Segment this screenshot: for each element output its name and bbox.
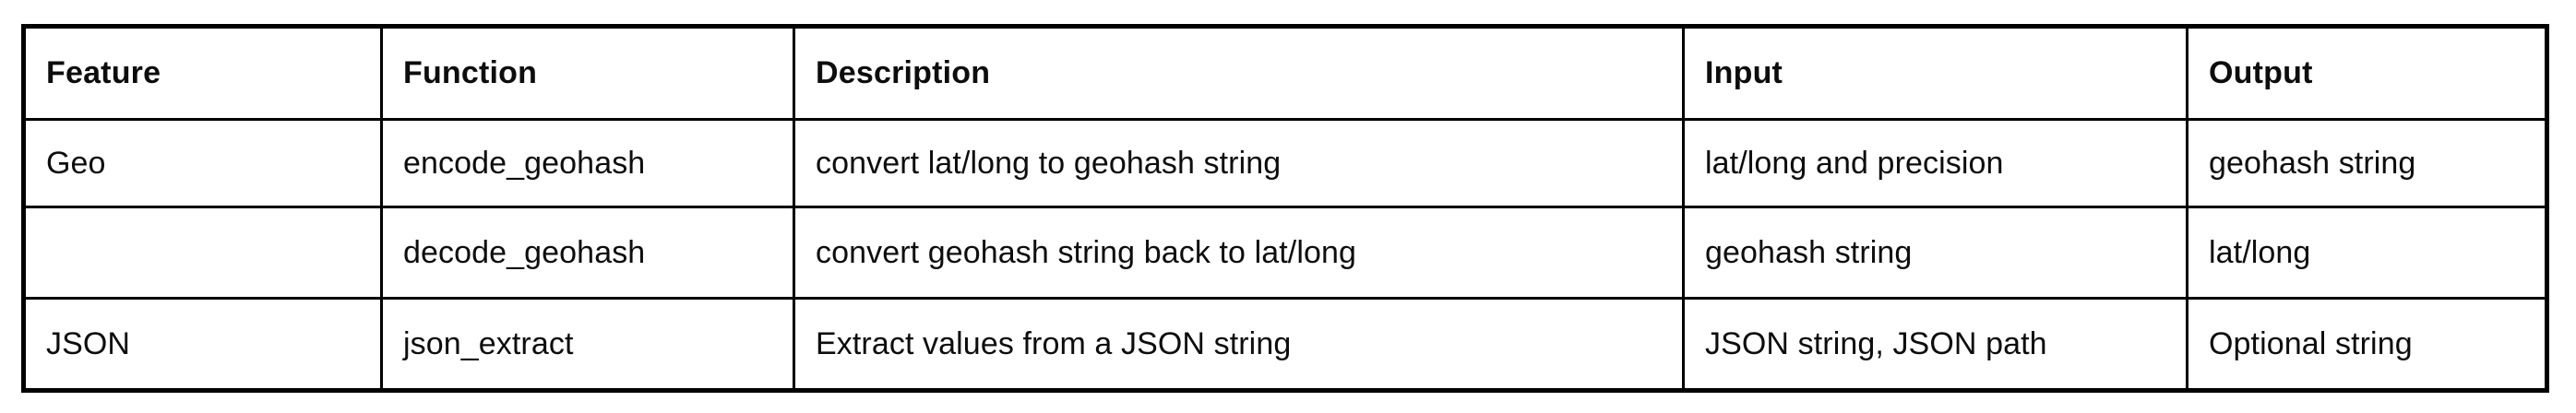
table-row: Geo encode_geohash convert lat/long to g… (22, 118, 2548, 208)
table-row: decode_geohash convert geohash string ba… (22, 206, 2548, 300)
cell-feature (22, 206, 383, 300)
table-header-row: Feature Function Description Input Outpu… (22, 25, 2548, 121)
cell-input: geohash string (1682, 206, 2188, 300)
cell-function: json_extract (380, 297, 795, 392)
cell-description: convert lat/long to geohash string (793, 118, 1685, 208)
cell-feature: JSON (22, 297, 383, 392)
cell-description: Extract values from a JSON string (793, 297, 1685, 392)
column-header-input: Input (1682, 25, 2188, 121)
column-header-output: Output (2186, 25, 2548, 121)
table-body: Geo encode_geohash convert lat/long to g… (22, 118, 2548, 392)
cell-output: geohash string (2186, 118, 2548, 208)
feature-table-container: Feature Function Description Input Outpu… (21, 24, 2549, 393)
cell-input: lat/long and precision (1682, 118, 2188, 208)
column-header-function: Function (380, 25, 795, 121)
cell-function: decode_geohash (380, 206, 795, 300)
cell-output: lat/long (2186, 206, 2548, 300)
table-row: JSON json_extract Extract values from a … (22, 297, 2548, 392)
table-header: Feature Function Description Input Outpu… (22, 25, 2548, 121)
cell-function: encode_geohash (380, 118, 795, 208)
cell-input: JSON string, JSON path (1682, 297, 2188, 392)
feature-function-table: Feature Function Description Input Outpu… (21, 24, 2549, 393)
column-header-feature: Feature (22, 25, 383, 121)
column-header-description: Description (793, 25, 1685, 121)
cell-description: convert geohash string back to lat/long (793, 206, 1685, 300)
cell-output: Optional string (2186, 297, 2548, 392)
cell-feature: Geo (22, 118, 383, 208)
